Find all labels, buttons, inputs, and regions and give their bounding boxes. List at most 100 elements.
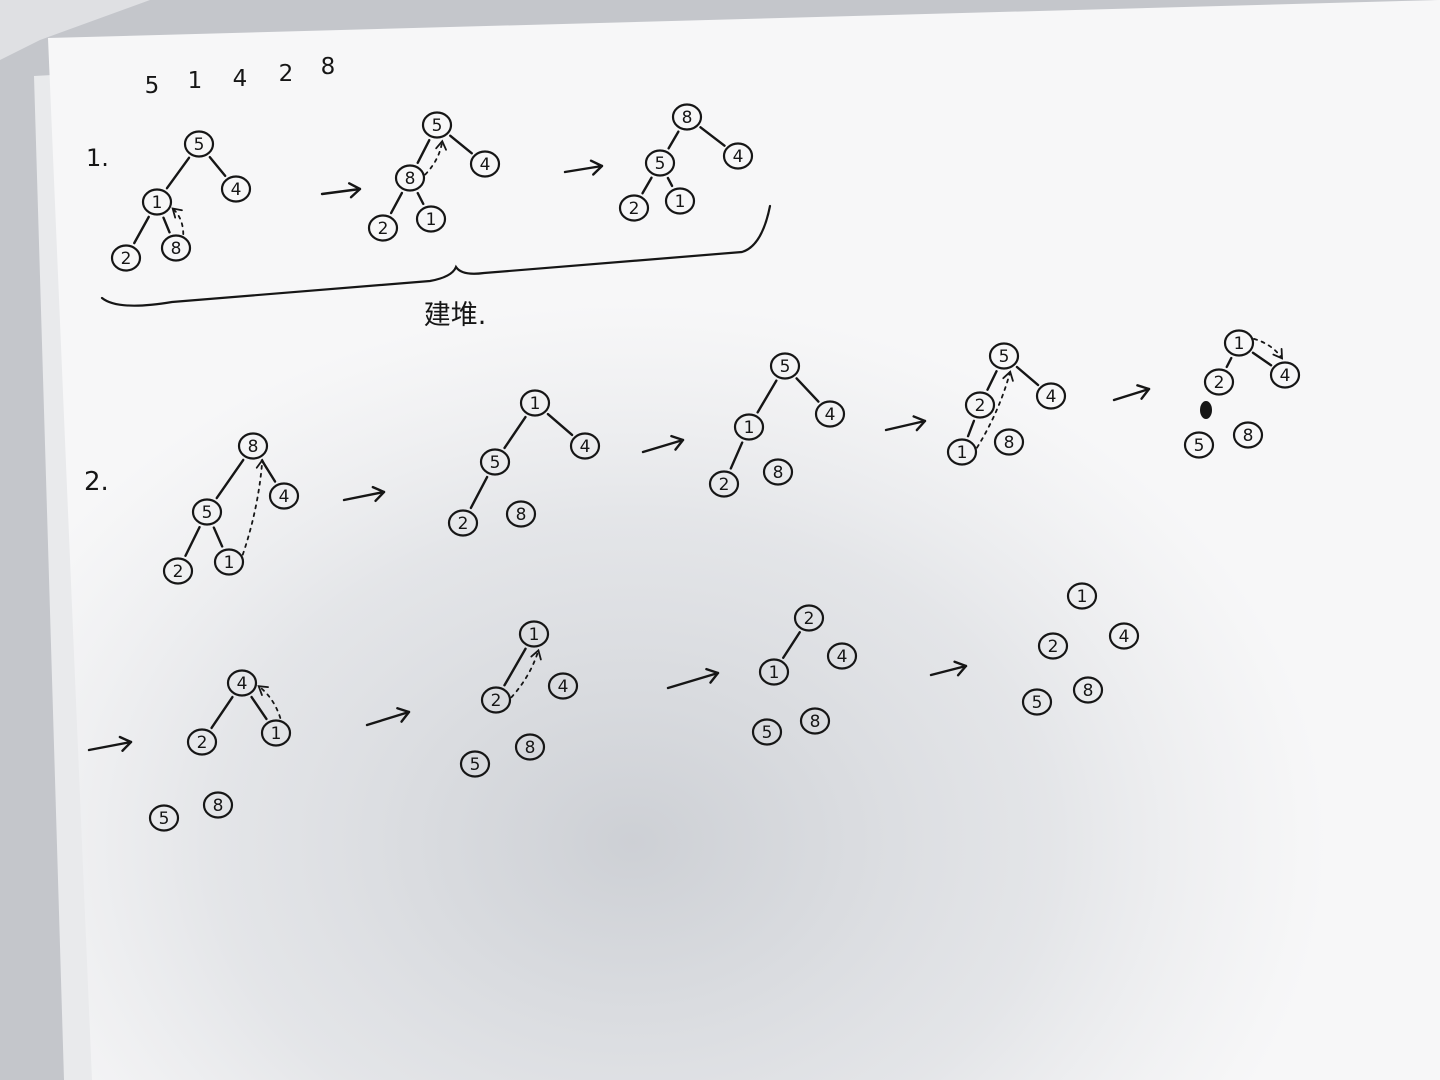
sequence-row: 5 1 4 2 8: [145, 54, 336, 99]
sequence-value: 5: [145, 73, 160, 99]
node-value: 1: [675, 192, 686, 212]
node-circle: [644, 149, 676, 177]
node-circle: [1269, 361, 1301, 389]
heap-node: 2: [480, 686, 512, 714]
tree-edge: [1225, 356, 1233, 369]
heap-node: 4: [814, 400, 846, 428]
node-circle: [480, 686, 512, 714]
node-value: 1: [152, 193, 163, 213]
tree-edge: [641, 176, 653, 195]
node-circle: [186, 728, 218, 756]
node-value: 2: [197, 733, 208, 753]
node-circle: [1223, 329, 1255, 357]
swap-arrow-head: [257, 685, 269, 696]
step-arrow: [365, 707, 411, 727]
tree-edge: [215, 458, 245, 500]
tree-edge: [133, 215, 150, 245]
heap-node: 4: [220, 175, 252, 203]
node-circle: [1035, 382, 1067, 410]
tree-edge: [729, 441, 744, 470]
node-circle: [762, 458, 794, 486]
heap-node: 2: [618, 194, 650, 222]
heap-node: 4: [1035, 382, 1067, 410]
heap-node: 1: [213, 548, 245, 576]
heap-node: 5: [751, 718, 783, 746]
heap-node: 4: [826, 642, 858, 670]
heap-node: 8: [237, 432, 269, 460]
node-value: 4: [231, 180, 242, 200]
heap-node: 1: [415, 205, 447, 233]
node-circle: [260, 719, 292, 747]
heap-node: 1: [519, 389, 551, 417]
node-circle: [519, 389, 551, 417]
heap-node: 1: [1223, 329, 1255, 357]
tree-edge: [212, 526, 224, 548]
tree-edge: [503, 415, 527, 450]
node-circle: [514, 733, 546, 761]
heap-node: 2: [367, 214, 399, 242]
heap-node: 1: [758, 658, 790, 686]
node-value: 5: [202, 503, 213, 523]
step-arrow: [342, 485, 386, 503]
node-value: 8: [810, 712, 821, 732]
node-circle: [547, 672, 579, 700]
sequence-value: 4: [233, 66, 248, 92]
tree-edge: [546, 412, 574, 437]
step-arrow: [563, 159, 604, 176]
heap-node: 4: [469, 150, 501, 178]
node-value: 8: [682, 108, 693, 128]
step-arrow: [929, 660, 968, 677]
node-value: 8: [1004, 433, 1015, 453]
swap-arrow-head: [1272, 347, 1283, 360]
node-value: 4: [558, 677, 569, 697]
node-value: 4: [733, 147, 744, 167]
node-circle: [415, 205, 447, 233]
step-arrows: [87, 159, 1151, 752]
step-label-build: 1.: [86, 144, 109, 172]
swap-arrow: [171, 207, 185, 236]
swap-arrow-head: [1002, 370, 1014, 382]
heap-node: 1: [733, 413, 765, 441]
node-circle: [459, 750, 491, 778]
swap-arrow-head: [435, 139, 447, 151]
node-circle: [202, 791, 234, 819]
ink-blot: [1200, 401, 1212, 419]
node-value: 1: [744, 418, 755, 438]
node-value: 5: [490, 453, 501, 473]
node-circle: [191, 498, 223, 526]
node-circle: [769, 352, 801, 380]
node-circle: [671, 103, 703, 131]
node-circle: [1066, 582, 1098, 610]
tree-edge: [782, 631, 801, 659]
node-circle: [758, 658, 790, 686]
node-value: 4: [825, 405, 836, 425]
node-value: 4: [279, 487, 290, 507]
node-value: 8: [773, 463, 784, 483]
node-circle: [814, 400, 846, 428]
node-value: 4: [837, 647, 848, 667]
node-value: 2: [804, 609, 815, 629]
step-arrow: [884, 415, 927, 432]
heap-node: 1: [664, 187, 696, 215]
node-circle: [1203, 368, 1235, 396]
swap-arrow-head: [530, 648, 542, 661]
node-circle: [1072, 676, 1104, 704]
node-value: 2: [121, 249, 132, 269]
node-value: 4: [580, 437, 591, 457]
heap-node: 2: [447, 509, 479, 537]
heap-node: 8: [1072, 676, 1104, 704]
node-circle: [237, 432, 269, 460]
tree-edge: [469, 475, 489, 510]
heap-node: 5: [191, 498, 223, 526]
node-circle: [220, 175, 252, 203]
node-circle: [469, 150, 501, 178]
swap-arrow: [241, 459, 264, 556]
heap-node: 1: [260, 719, 292, 747]
node-circle: [160, 234, 192, 262]
